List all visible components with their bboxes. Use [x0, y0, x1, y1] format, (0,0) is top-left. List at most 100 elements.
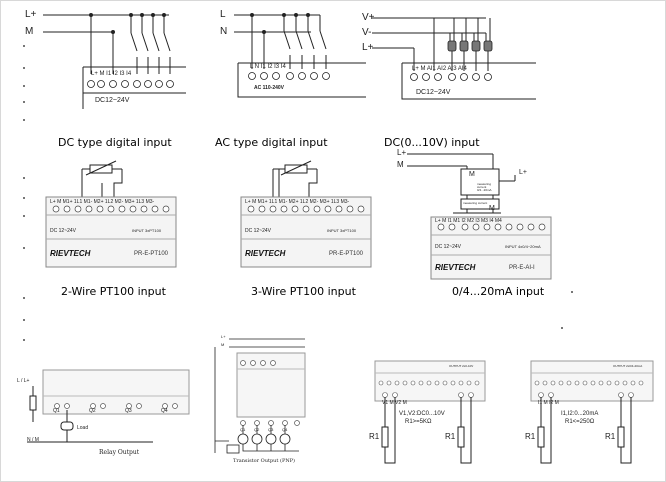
margin-dot [23, 197, 25, 199]
caption-ac-digital-input: AC type digital input [215, 136, 328, 149]
panel-pt100-2-wire: L+ M M1+ 1L1 M1- M2+ 1L2 M2- M3+ 1L3 M3-… [45, 153, 177, 273]
margin-dot [23, 215, 25, 217]
pt100-2-wire-module [45, 160, 177, 268]
wire-label-l-plus: L+ [221, 334, 226, 339]
terminal-row [52, 205, 170, 213]
model-label: PR-E-PT100 [134, 251, 169, 257]
margin-dot [23, 101, 25, 103]
ac-digital-wiring [234, 13, 366, 98]
caption-ma-input: 0/4...20mA input [452, 285, 545, 298]
output-q3: Q3 [268, 427, 274, 432]
note-line-2: R1<=250Ω [565, 419, 595, 425]
resistor-right-label: R1 [445, 432, 456, 441]
voltage-label: DC 12~24V [245, 228, 271, 234]
dc-0-10v-wiring [372, 17, 536, 100]
transducer-note-2: measuring current [463, 201, 488, 205]
terminal-labels: L N I1 I2 I3 I4 [250, 64, 286, 70]
panel-ma-input: L+ M M M L+ measuring current 0/4...20mA… [393, 141, 553, 281]
margin-dot [23, 339, 25, 341]
terminal-labels: I1 M I2 M [538, 400, 559, 406]
panel-relay-output: L / L+ N / M Load Q1 Q2 Q3 Q4 Relay Outp… [13, 366, 193, 466]
margin-dot [23, 319, 25, 321]
caption-pt100-2-wire: 2-Wire PT100 input [61, 285, 166, 298]
resistor-left-label: R1 [369, 432, 380, 441]
relay-output-title: Relay Output [99, 449, 140, 456]
panel-voltage-output: OUTPUT 2x0-10V V1 M V2 M V1,V2:DC0...10V… [369, 359, 489, 471]
wire-label-v-minus: V- [362, 27, 372, 38]
transistor-output-wiring [214, 338, 306, 454]
dc-digital-wiring [43, 13, 186, 109]
resistor-right-label: R1 [605, 432, 616, 441]
transistor-output-title: Transistor Output (PNP) [233, 458, 296, 464]
margin-dot [23, 45, 25, 47]
model-label: PR-E-PT100 [329, 251, 364, 257]
voltage-label: DC 12~24V [435, 244, 461, 250]
margin-dot [23, 247, 25, 249]
transducer-m-left: M [469, 171, 475, 178]
wire-label-n: N / M [27, 437, 39, 443]
margin-dot [23, 177, 25, 179]
panel-dc-0-10v-input: V+ V- L+ L+ M AI1 AI2 AI3 AI4 DC12~24V [356, 1, 656, 121]
relay-output-wiring [27, 369, 190, 443]
margin-dot [23, 297, 25, 299]
brand-logo: RIEVTECH [245, 249, 286, 258]
wire-label-l-plus: L+ [362, 42, 374, 53]
panel-dc-digital-input: L+ M L+ M I1 I2 I3 I4 DC12~24V [21, 1, 191, 121]
note-line-1: I1,I2:0...20mA [561, 411, 599, 417]
terminal-labels: V1 M V2 M [382, 400, 407, 406]
wire-label-l: L [220, 9, 226, 20]
current-output-wiring [530, 360, 654, 464]
resistor-left-label: R1 [525, 432, 536, 441]
output-q2: Q2 [254, 427, 260, 432]
margin-dot [561, 327, 563, 329]
pt100-3-wire-module [240, 160, 372, 268]
output-q4: Q4 [161, 408, 168, 414]
brand-logo: RIEVTECH [435, 263, 476, 272]
margin-dot [23, 119, 25, 121]
margin-dot [23, 67, 25, 69]
caption-dc-digital-input: DC type digital input [58, 136, 172, 149]
load-label: Load [77, 425, 89, 431]
output-q2: Q2 [89, 408, 96, 414]
panel-ac-digital-input: L N L N I1 I2 I3 I4 AC 110-240V [216, 1, 386, 121]
terminal-row [437, 223, 546, 231]
panel-transistor-output: L+ M Q1 Q2 Q3 Q4 Transistor Output (PNP) [209, 333, 309, 473]
voltage-label: DC 12~24V [50, 228, 76, 234]
margin-dot [23, 85, 25, 87]
panel-current-output: OUTPUT 2x0/4-20mA I1 M I2 M I1,I2:0...20… [525, 359, 655, 471]
transducer-m-right: M [489, 205, 495, 212]
voltage-label: AC 110-240V [254, 85, 285, 91]
terminal-labels: L+ M I1 I2 I3 I4 [91, 71, 132, 77]
terminal-labels: L+ M AI1 AI2 AI3 AI4 [412, 66, 467, 72]
voltage-label: DC12~24V [416, 89, 451, 96]
transducer-note-1: measuring current 0/4...20mA [477, 182, 492, 192]
terminal-labels: L+ M M1+ 1L1 M1- M2+ 1L2 M2- M3+ 1L3 M3- [245, 199, 350, 205]
wire-label-m: M [397, 160, 404, 169]
wire-label-n: N [220, 26, 228, 37]
brand-logo: RIEVTECH [50, 249, 91, 258]
output-header: OUTPUT 2x0-10V [449, 364, 474, 368]
ma-input-wiring [407, 153, 552, 280]
output-q4: Q4 [282, 427, 288, 432]
caption-dc-0-10v-input: DC(0...10V) input [384, 136, 480, 149]
margin-dot [571, 291, 573, 293]
wire-label-m: M [25, 26, 34, 37]
terminal-labels: L+ M I1 M1 I2 M2 I3 M3 I4 M4 [435, 218, 502, 224]
wire-label-l-plus: L+ [25, 9, 37, 20]
wire-label-m: M [221, 342, 225, 347]
input-label: INPUT 3xPT100 [132, 228, 162, 233]
note-line-2: R1>=5KΩ [405, 419, 432, 425]
input-label: INPUT 3xPT100 [327, 228, 357, 233]
input-label: INPUT 4x0/4~20mA [505, 244, 541, 249]
voltage-label: DC12~24V [95, 97, 130, 104]
terminal-labels: L+ M M1+ 1L1 M1- M2+ 1L2 M2- M3+ 1L3 M3- [50, 199, 155, 205]
note-line-1: V1,V2:DC0...10V [399, 411, 445, 417]
caption-pt100-3-wire: 3-Wire PT100 input [251, 285, 356, 298]
output-q1: Q1 [53, 408, 60, 414]
output-header: OUTPUT 2x0/4-20mA [613, 364, 643, 368]
wire-label-v-plus: V+ [362, 12, 375, 23]
model-label: PR-E-AI-I [509, 265, 535, 271]
wire-label-l: L / L+ [17, 378, 30, 384]
panel-pt100-3-wire: L+ M M1+ 1L1 M1- M2+ 1L2 M2- M3+ 1L3 M3-… [240, 153, 372, 273]
